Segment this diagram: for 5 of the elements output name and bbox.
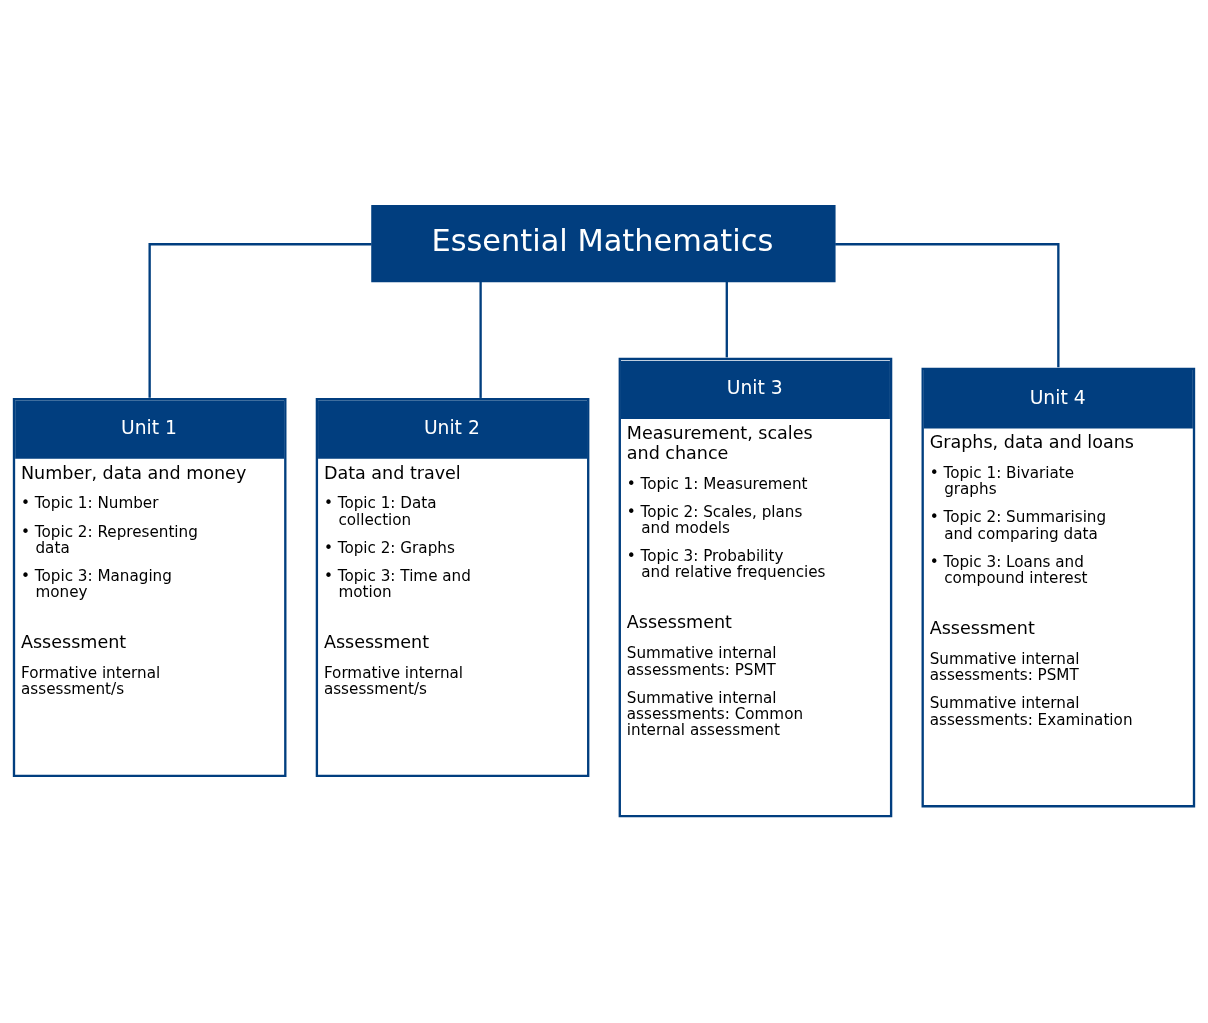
node-box: Essential Mathematics <box>371 205 836 283</box>
connector <box>835 243 1060 368</box>
connector <box>148 243 372 398</box>
connector <box>725 281 728 358</box>
connector <box>479 281 482 398</box>
